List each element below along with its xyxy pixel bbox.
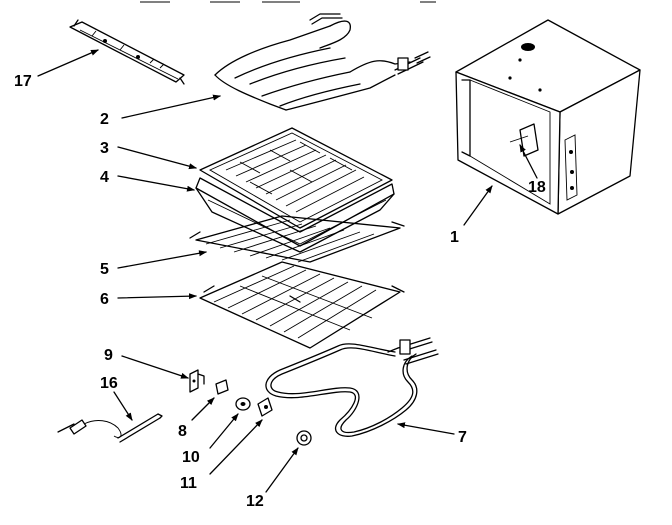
leader-18 [519, 144, 538, 179]
callout-7: 7 [458, 429, 467, 446]
part-9-clip [189, 369, 205, 393]
callout-8: 8 [178, 423, 187, 440]
leader-4 [117, 175, 195, 192]
part-8-plug [215, 379, 229, 395]
leader-8 [191, 397, 215, 421]
leader-3 [117, 146, 197, 170]
part-16-sensor [57, 413, 163, 443]
callout-16: 16 [100, 375, 118, 392]
part-11-bracket [257, 397, 273, 417]
callout-10: 10 [182, 449, 200, 466]
callout-2: 2 [100, 111, 109, 128]
leader-2 [121, 94, 221, 119]
callout-12: 12 [246, 493, 264, 510]
leader-12 [265, 447, 299, 493]
leader-5 [117, 250, 207, 269]
leader-arrows [37, 49, 538, 493]
callout-3: 3 [100, 140, 109, 157]
leader-1 [463, 185, 493, 226]
callout-6: 6 [100, 291, 109, 308]
part-3-broiler-grid [199, 127, 393, 229]
leader-10 [209, 413, 239, 449]
callout-5: 5 [100, 261, 109, 278]
part-6-oven-rack [199, 261, 405, 349]
part-10-nut [235, 397, 251, 411]
leader-11 [209, 419, 263, 475]
callout-1: 1 [450, 229, 459, 246]
part-17-bracket [69, 19, 185, 85]
callout-labels: 17 2 3 4 5 6 1 18 7 9 16 8 10 11 12 [14, 73, 546, 510]
leader-16 [113, 391, 133, 421]
leader-6 [117, 293, 197, 300]
callout-18: 18 [528, 179, 546, 196]
leader-9 [121, 355, 189, 379]
callout-11: 11 [180, 475, 197, 492]
leader-17 [37, 49, 99, 77]
callout-9: 9 [104, 347, 113, 364]
part-12-grommet [296, 430, 312, 446]
part-7-bake-element [265, 337, 439, 437]
callout-17: 17 [14, 73, 32, 90]
part-2-broil-element [214, 13, 431, 111]
part-5-oven-rack [189, 215, 405, 263]
callout-4: 4 [100, 169, 109, 186]
part-1-oven-cavity [455, 19, 641, 215]
leader-7 [397, 422, 455, 435]
